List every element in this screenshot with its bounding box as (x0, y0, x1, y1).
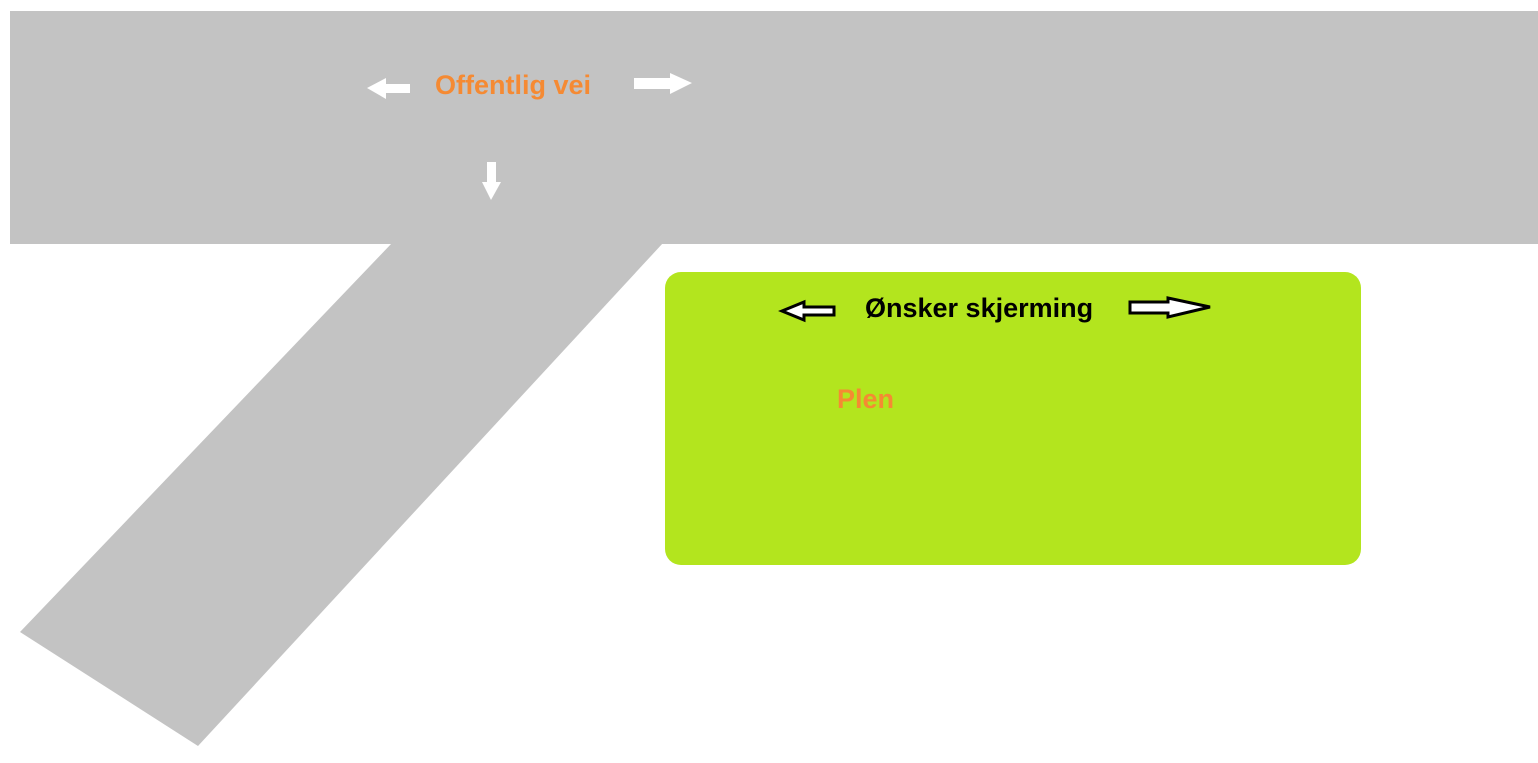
arrow-left-outline-icon (778, 299, 836, 323)
screening-label: Ønsker skjerming (865, 293, 1094, 323)
public-road (10, 11, 1538, 244)
arrow-left-icon (367, 78, 410, 99)
driveway-branch (20, 243, 663, 746)
arrow-down-icon (482, 162, 501, 200)
arrow-right-icon (634, 73, 692, 94)
lawn-area (665, 272, 1361, 565)
road-label: Offentlig vei (435, 70, 592, 100)
arrow-right-outline-icon (1128, 296, 1211, 319)
lawn-label: Plen (837, 384, 895, 414)
